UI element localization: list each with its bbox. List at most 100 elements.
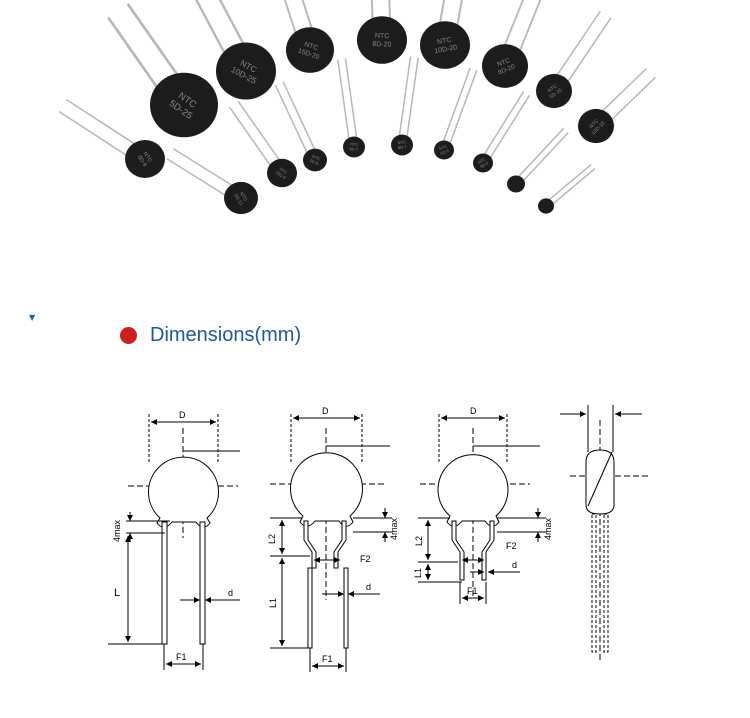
d1-label-F1: F1 [176, 652, 187, 662]
thermistor-marking: NTC [350, 141, 359, 147]
d1-label-4max: 4max [112, 519, 122, 542]
d3-label-D: D [470, 406, 477, 416]
thermistor-lead [601, 67, 648, 113]
thermistor-lead [566, 17, 612, 84]
thermistor-marking-value: 8D-7 [398, 144, 408, 150]
thermistor-lead [610, 76, 656, 122]
thermistor-marking: NTC [496, 57, 511, 69]
d3-label-L2: L2 [414, 536, 424, 546]
thermistor-body [224, 181, 258, 215]
thermistor-lead [556, 10, 602, 76]
thermistor-lead [337, 59, 350, 139]
thermistor-marking: NTC [311, 154, 321, 162]
thermistor-body [420, 21, 470, 69]
thermistor-marking: NTC [142, 151, 153, 164]
thermistor-lead [398, 56, 412, 136]
d1-label-D: D [179, 410, 186, 420]
thermistor-body [507, 175, 525, 193]
thermistor-marking-value: 5D-11 [232, 193, 244, 207]
red-dot-icon [120, 327, 137, 344]
d2-label-L2: L2 [267, 534, 277, 544]
thermistor-lead [194, 0, 227, 56]
thermistor-lead [552, 168, 596, 205]
thermistor-lead [370, 0, 374, 21]
d3-label-L1: L1 [413, 568, 423, 578]
thermistor-lead [522, 132, 569, 182]
thermistor-marking: NTC [438, 144, 448, 152]
d1-label-d: d [228, 588, 233, 598]
thermistor-lead [388, 0, 392, 20]
thermistor-marking: NTC [303, 41, 318, 52]
d3-label-F1: F1 [467, 586, 478, 596]
thermistor-lead [107, 16, 160, 91]
thermistor-marking: NTC [477, 156, 487, 165]
d2-label-F1: F1 [322, 654, 333, 664]
thermistor-lead [283, 0, 297, 35]
d2-label-D: D [322, 406, 329, 416]
thermistor-lead [58, 110, 129, 157]
d2-label-L1: L1 [268, 598, 278, 608]
thermistor-lead [282, 81, 316, 150]
thermistor-body [286, 27, 334, 73]
thermistor-marking-value: 5D-7 [349, 146, 359, 152]
thermistor-lead [548, 163, 592, 201]
thermistor-marking-value: 5D-5 [479, 160, 490, 169]
thermistor-lead [228, 106, 272, 167]
bullet-marker-icon: ▼ [29, 313, 36, 322]
thermistor-lead [344, 58, 358, 138]
d3-label-F2: F2 [506, 541, 517, 551]
thermistor-lead [218, 0, 246, 46]
thermistor-marking-value: 10D-20 [434, 44, 458, 55]
thermistor-body [482, 44, 528, 88]
thermistor-lead [483, 91, 525, 155]
thermistor-lead [449, 70, 478, 144]
thermistor-body [538, 198, 554, 214]
thermistor-body [303, 148, 327, 172]
thermistor-marking-value: 5D-5 [440, 148, 451, 156]
diagram-short-kinked-leads [418, 414, 546, 604]
dimension-drawings: D 4max L d F1 [108, 405, 650, 672]
diagram-straight-leads [108, 414, 240, 670]
thermistor-marking: NTC [279, 166, 289, 175]
thermistor-body [536, 73, 572, 109]
thermistor-body [150, 72, 218, 138]
d2-label-d: d [366, 582, 371, 592]
thermistor-lead [438, 0, 446, 24]
thermistor-body [125, 140, 165, 178]
thermistor-lead [518, 127, 565, 178]
thermistor-body [473, 153, 493, 173]
thermistor-marking: NTC [397, 139, 406, 145]
diagram-side-view [560, 405, 650, 660]
thermistor-lead [489, 94, 531, 159]
thermistor-lead [172, 148, 234, 187]
thermistor-lead [442, 67, 471, 142]
d3-label-d: d [512, 560, 517, 570]
thermistor-lead [456, 0, 463, 27]
thermistor-lead [237, 100, 281, 161]
thermistor-body [267, 158, 297, 188]
d3-label-4max: 4max [543, 517, 553, 540]
diagram-kinked-leads [270, 414, 392, 672]
thermistor-body [578, 108, 614, 144]
thermistor-lead [126, 3, 180, 77]
thermistor-marking-value: 8D-20 [372, 41, 391, 49]
thermistor-lead [66, 99, 136, 146]
thermistor-body [343, 136, 365, 158]
thermistor-body [434, 140, 454, 160]
section-heading: Dimensions(mm) [120, 324, 301, 347]
thermistor-marking-value: 8D-9 [136, 154, 148, 167]
thermistor-lead [503, 0, 524, 47]
thermistor-marking: NTC [437, 37, 452, 46]
d2-label-4max: 4max [389, 517, 399, 540]
thermistor-marking: NTC [588, 118, 600, 130]
thermistor-lead [166, 158, 227, 197]
thermistor-body [216, 42, 276, 100]
thermistor-marking-value: 10D-9 [275, 170, 288, 181]
thermistor-lead [406, 57, 419, 137]
thermistor-lead [518, 0, 542, 53]
d1-label-L: L [114, 587, 120, 599]
d2-label-F2: F2 [360, 554, 371, 564]
thermistor-lead [274, 84, 308, 154]
thermistor-lead [301, 0, 313, 30]
